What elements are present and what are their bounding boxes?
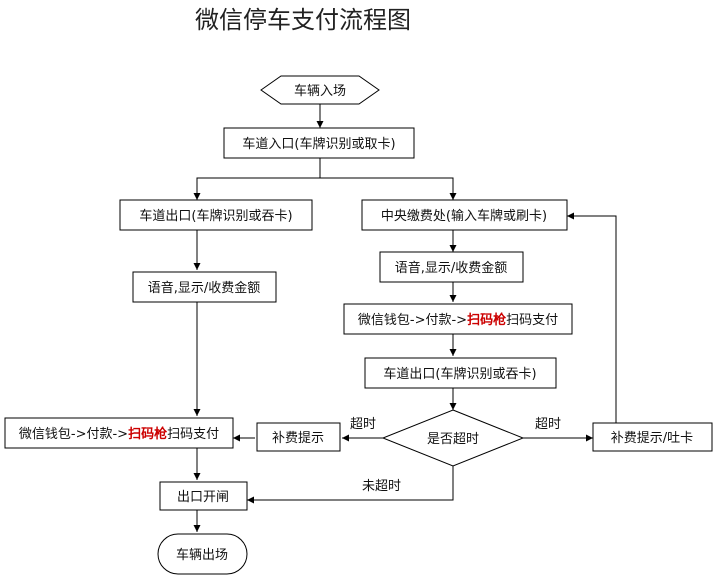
node-topup-left: 补费提示 bbox=[256, 422, 341, 452]
edge-label-not-timeout: 未超时 bbox=[362, 479, 401, 494]
node-gate-open-shape bbox=[159, 481, 248, 511]
node-exit-left: 车道出口(车牌识别或吞卡) bbox=[119, 199, 313, 231]
node-entry-label: 车辆入场 bbox=[294, 83, 346, 99]
node-leave-label: 车辆出场 bbox=[176, 547, 228, 563]
edge-lane-to-exit-left bbox=[193, 158, 321, 200]
node-lane-entry-label: 车道入口(车牌识别或取卡) bbox=[242, 136, 395, 152]
node-decision-label: 是否超时 bbox=[427, 432, 479, 447]
node-entry: 车辆入场 bbox=[260, 75, 380, 105]
node-exit-left-shape bbox=[119, 199, 313, 231]
node-voice-center: 语音,显示/收费金额 bbox=[379, 251, 524, 283]
node-gate-open-label: 出口开闸 bbox=[177, 490, 229, 505]
edges bbox=[193, 104, 617, 532]
pay-center-prefix: 微信钱包->付款-> bbox=[358, 313, 467, 328]
node-topup-right: 补费提示/吐卡 bbox=[592, 422, 713, 452]
node-exit-left-label: 车道出口(车牌识别或吞卡) bbox=[139, 208, 292, 224]
node-exit-center-shape bbox=[364, 357, 557, 389]
node-central-shape bbox=[361, 199, 568, 231]
node-voice-left-shape bbox=[132, 271, 277, 303]
node-voice-left: 语音,显示/收费金额 bbox=[132, 271, 277, 303]
pay-center-highlight: 扫码枪 bbox=[467, 312, 506, 328]
node-pay-center-shape bbox=[343, 303, 573, 335]
node-topup-right-label: 补费提示/吐卡 bbox=[611, 430, 693, 446]
node-lane-entry-shape bbox=[223, 127, 415, 159]
edge-lane-to-central bbox=[320, 177, 457, 200]
node-entry-shape bbox=[260, 75, 380, 105]
page-title: 微信停车支付流程图 bbox=[195, 6, 411, 34]
node-pay-left-label: 微信钱包->付款->扫码枪扫码支付 bbox=[19, 426, 219, 442]
node-pay-center: 微信钱包->付款->扫码枪扫码支付 bbox=[343, 303, 573, 335]
node-voice-center-label: 语音,显示/收费金额 bbox=[395, 260, 508, 276]
node-gate-open: 出口开闸 bbox=[159, 481, 248, 511]
node-lane-entry: 车道入口(车牌识别或取卡) bbox=[223, 127, 415, 159]
pay-left-prefix: 微信钱包->付款-> bbox=[19, 427, 128, 442]
node-pay-center-label: 微信钱包->付款->扫码枪扫码支付 bbox=[358, 312, 558, 328]
node-exit-center: 车道出口(车牌识别或吞卡) bbox=[364, 357, 557, 389]
node-leave-shape bbox=[157, 533, 248, 575]
node-voice-center-shape bbox=[379, 251, 524, 283]
edge-label-timeout-left: 超时 bbox=[350, 417, 376, 432]
pay-left-highlight: 扫码枪 bbox=[128, 426, 167, 442]
node-topup-left-shape bbox=[256, 422, 341, 452]
node-pay-left-shape bbox=[4, 417, 234, 449]
node-decision: 是否超时 bbox=[381, 409, 525, 467]
node-decision-shape bbox=[381, 409, 525, 467]
node-topup-right-shape bbox=[592, 422, 713, 452]
edge-topup-right-to-central bbox=[567, 212, 617, 423]
node-central-label: 中央缴费处(输入车牌或刷卡) bbox=[381, 208, 547, 224]
pay-left-suffix: 扫码支付 bbox=[167, 427, 219, 442]
node-leave: 车辆出场 bbox=[157, 533, 248, 575]
pay-center-suffix: 扫码支付 bbox=[506, 313, 558, 328]
node-voice-left-label: 语音,显示/收费金额 bbox=[148, 280, 261, 296]
edge-decision-to-gate bbox=[247, 466, 454, 504]
node-topup-left-label: 补费提示 bbox=[272, 430, 324, 446]
node-central: 中央缴费处(输入车牌或刷卡) bbox=[361, 199, 568, 231]
edge-label-timeout-right: 超时 bbox=[535, 417, 561, 432]
node-pay-left: 微信钱包->付款->扫码枪扫码支付 bbox=[4, 417, 234, 449]
node-exit-center-label: 车道出口(车牌识别或吞卡) bbox=[383, 366, 536, 382]
